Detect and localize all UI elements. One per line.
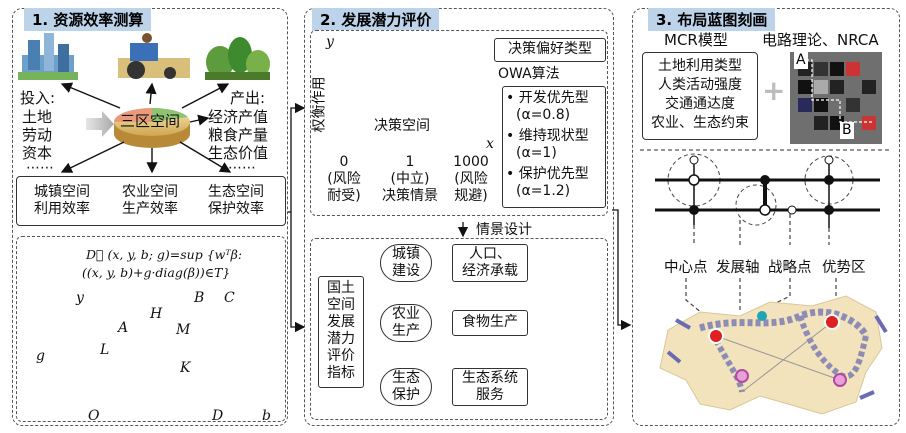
eval-index-box bbox=[318, 276, 364, 388]
output-economic: 经济产值 bbox=[208, 108, 269, 126]
panel1-title: 1. 资源效率测算 bbox=[24, 8, 152, 31]
output-ecology: 生态价值 bbox=[208, 144, 269, 162]
city-illustration bbox=[18, 33, 78, 80]
network-schematic bbox=[655, 153, 880, 228]
pref-type-box: 决策偏好类型 bbox=[494, 38, 606, 62]
type-protect: • 保护优先型(α=1.2) bbox=[506, 166, 589, 199]
resistance-grid bbox=[790, 52, 882, 144]
tractor-illustration bbox=[118, 33, 190, 79]
blueprint-map bbox=[659, 295, 888, 415]
point-o: O bbox=[88, 408, 100, 424]
scenario-urban bbox=[380, 244, 432, 282]
result-urban-label: 人口、经济承载 bbox=[462, 246, 518, 279]
scenario-agri-label: 农业生产 bbox=[392, 306, 420, 339]
p2-axis-y: y bbox=[326, 34, 334, 50]
input-capital: 资本 bbox=[22, 144, 53, 162]
legend-center: 中心点 bbox=[664, 260, 708, 276]
triangle-label: 决策空间 bbox=[374, 118, 430, 134]
grid-point-b: B bbox=[840, 122, 854, 139]
scenario-title: 情景设计 bbox=[476, 222, 532, 238]
axis-g-label: g bbox=[36, 348, 45, 364]
scenario-urban-label: 城镇建设 bbox=[392, 246, 420, 279]
result-eco bbox=[452, 368, 528, 406]
panel-development-potential bbox=[304, 8, 614, 426]
tick-1000: 1000(风险规避) bbox=[453, 154, 489, 204]
axis-y-label: y bbox=[76, 290, 84, 306]
type-maintain: • 维持现状型(α=1) bbox=[506, 128, 589, 161]
efficiency-box bbox=[16, 176, 286, 226]
point-d: D bbox=[212, 408, 224, 424]
dea-formula-line1: D⃗ (x, y, b; g)=sup {wᵀβ: bbox=[86, 247, 243, 262]
input-land: 土地 bbox=[22, 108, 53, 126]
input-label: 投入: bbox=[20, 89, 56, 107]
efficiency-eco: 生态空间保护效率 bbox=[208, 184, 264, 217]
grid-point-a: A bbox=[794, 52, 808, 69]
mcr-label: MCR模型 bbox=[664, 31, 728, 49]
input-labor: 劳动 bbox=[22, 126, 53, 144]
point-l: L bbox=[100, 342, 110, 358]
axis-b-label: b bbox=[262, 408, 271, 424]
circuit-label: 电路理论、NRCA bbox=[762, 31, 879, 49]
tick-1: 1(中立)决策情景 bbox=[382, 154, 438, 204]
result-urban bbox=[452, 244, 528, 282]
dots-right: ⋯⋯ bbox=[228, 160, 256, 176]
legend-axis: 发展轴 bbox=[716, 260, 760, 276]
p2-axis-x: x bbox=[486, 136, 494, 152]
point-b: B bbox=[194, 290, 205, 306]
owa-label: OWA算法 bbox=[498, 66, 560, 82]
output-grain: 粮食产量 bbox=[208, 126, 269, 144]
legend-advantage: 优势区 bbox=[822, 260, 866, 276]
tick-0: 0(风险耐受) bbox=[327, 154, 361, 204]
result-agri bbox=[452, 310, 528, 336]
type-develop: • 开发优先型(α=0.8) bbox=[506, 90, 589, 123]
panel2-title: 2. 发展潜力评价 bbox=[312, 8, 440, 31]
point-h: H bbox=[150, 306, 163, 322]
disk-label: 三区空间 bbox=[120, 112, 181, 130]
factors-text: 土地利用类型人类活动强度交通通达度农业、生态约束 bbox=[651, 58, 749, 131]
three-zone-disk bbox=[114, 107, 190, 148]
tradeoff-label: 权衡作用 bbox=[311, 76, 328, 133]
eval-index-text: 国土空间发展 潜力评价指标 bbox=[327, 280, 355, 381]
scenario-eco-label: 生态保护 bbox=[392, 370, 420, 403]
efficiency-urban: 城镇空间利用效率 bbox=[34, 184, 90, 217]
panel3-title: 3. 布局蓝图刻画 bbox=[648, 8, 776, 31]
point-a: A bbox=[118, 320, 129, 336]
factors-box bbox=[642, 52, 758, 140]
dots-left: ⋯⋯ bbox=[26, 160, 54, 176]
plus-sign: + bbox=[762, 74, 786, 107]
input-arrow bbox=[86, 111, 114, 137]
legend-strategic: 战略点 bbox=[768, 260, 812, 276]
scenario-eco bbox=[380, 368, 432, 406]
point-m: M bbox=[176, 322, 191, 338]
point-k: K bbox=[180, 360, 191, 376]
result-agri-label: 食物生产 bbox=[462, 314, 518, 330]
dea-formula-line2: ((x, y, b)+g·diag(β))∈T} bbox=[82, 265, 231, 280]
owa-types-box bbox=[502, 86, 606, 208]
output-label: 产出: bbox=[230, 89, 266, 107]
point-c: C bbox=[224, 290, 235, 306]
forest-illustration bbox=[205, 37, 270, 80]
scenario-agri bbox=[380, 304, 432, 342]
efficiency-agri: 农业空间生产效率 bbox=[122, 184, 178, 217]
result-eco-label: 生态系统服务 bbox=[462, 370, 518, 403]
dea-box bbox=[16, 236, 286, 422]
